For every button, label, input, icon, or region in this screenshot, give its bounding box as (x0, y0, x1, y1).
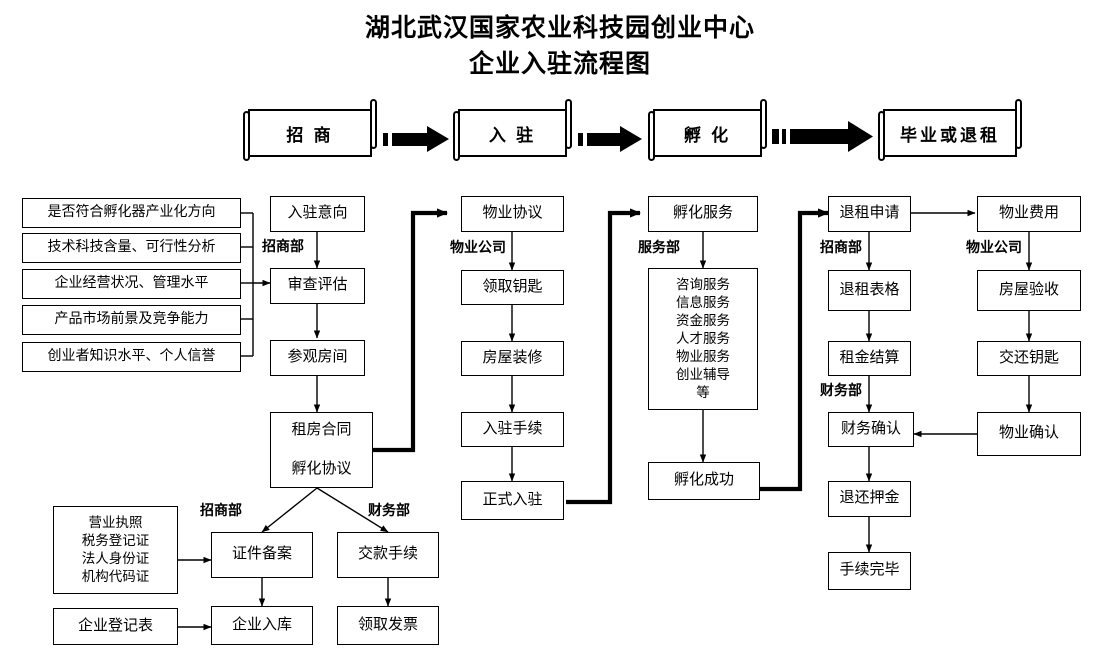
step-box-officially-settled[interactable]: 正式入驻 (461, 481, 564, 520)
step-box-process-complete[interactable]: 手续完毕 (828, 552, 911, 590)
page-title-line-2: 企业入驻流程图 (468, 51, 651, 78)
stage-banner-graduate[interactable]: 毕业或退租 (875, 99, 1025, 165)
scroll-rod-right-icon (1015, 99, 1022, 149)
dept-label-finance-bottom: 财务部 (368, 502, 410, 518)
step-box-document-filing[interactable]: 证件备案 (211, 532, 313, 578)
step-box-exit-application[interactable]: 退租申请 (828, 196, 911, 232)
step-box-get-invoice[interactable]: 领取发票 (337, 606, 439, 645)
step-box-property-confirm[interactable]: 物业确认 (977, 412, 1081, 456)
scroll-rod-left-icon (878, 111, 885, 161)
step-box-payment-formalities[interactable]: 交款手续 (337, 532, 439, 578)
step-box-enterprise-entry[interactable]: 企业入库 (211, 606, 313, 645)
dept-label-property-company-1: 物业公司 (450, 239, 506, 255)
registration-form-box[interactable]: 企业登记表 (53, 608, 178, 645)
stage-banner-label: 孵 化 (653, 109, 762, 157)
step-box-finance-confirm[interactable]: 财务确认 (828, 412, 914, 447)
stage-banner-settle[interactable]: 入 驻 (450, 99, 575, 165)
step-box-get-keys[interactable]: 领取钥匙 (461, 270, 564, 305)
scroll-rod-right-icon (760, 99, 767, 149)
step-box-incubation-service[interactable]: 孵化服务 (648, 196, 758, 232)
scroll-rod-left-icon (243, 111, 250, 161)
step-box-intent[interactable]: 入驻意向 (270, 196, 365, 232)
criteria-box-5[interactable]: 创业者知识水平、个人信誉 (22, 342, 241, 372)
dept-label-service: 服务部 (638, 239, 680, 255)
step-box-settle-formalities[interactable]: 入驻手续 (461, 412, 564, 447)
step-box-rent-settlement[interactable]: 租金结算 (828, 341, 911, 376)
step-box-house-inspection[interactable]: 房屋验收 (977, 270, 1081, 311)
step-box-incubation-success[interactable]: 孵化成功 (648, 462, 760, 500)
criteria-box-3[interactable]: 企业经营状况、管理水平 (22, 269, 241, 299)
stage-arrow-2-icon (578, 126, 642, 152)
step-box-renovation[interactable]: 房屋装修 (461, 341, 564, 376)
dept-label-property-company-2: 物业公司 (966, 239, 1022, 255)
dept-label-finance-exit: 财务部 (820, 382, 862, 398)
step-box-return-keys[interactable]: 交还钥匙 (977, 341, 1081, 376)
stage-arrow-3-icon (772, 121, 873, 152)
step-box-property-fee[interactable]: 物业费用 (977, 196, 1081, 232)
scroll-rod-left-icon (453, 111, 460, 161)
stage-banner-recruit[interactable]: 招 商 (240, 99, 380, 165)
scroll-rod-left-icon (648, 111, 655, 161)
dept-label-recruit: 招商部 (262, 238, 304, 254)
documents-box[interactable]: 营业执照 税务登记证 法人身份证 机构代码证 (53, 506, 178, 594)
dept-label-recruit-exit: 招商部 (820, 239, 862, 255)
step-box-service-list[interactable]: 咨询服务 信息服务 资金服务 人才服务 物业服务 创业辅导 等 (648, 268, 758, 410)
stage-banner-incubate[interactable]: 孵 化 (645, 99, 770, 165)
stage-arrow-1-icon (383, 126, 449, 152)
stage-banner-label: 毕业或退租 (883, 109, 1017, 157)
step-box-lease-contract[interactable]: 租房合同 孵化协议 (270, 412, 373, 488)
criteria-box-1[interactable]: 是否符合孵化器产业化方向 (22, 198, 241, 228)
scroll-rod-right-icon (565, 99, 572, 149)
step-box-visit-room[interactable]: 参观房间 (270, 340, 365, 376)
dept-label-recruit-bottom: 招商部 (200, 502, 242, 518)
page-title-line-1: 湖北武汉国家农业科技园创业中心 (364, 15, 755, 42)
step-box-property-agreement[interactable]: 物业协议 (461, 196, 564, 232)
scroll-rod-right-icon (370, 99, 377, 149)
step-box-review[interactable]: 审查评估 (270, 268, 365, 304)
stage-banner-label: 入 驻 (458, 109, 567, 157)
step-box-refund-deposit[interactable]: 退还押金 (828, 481, 911, 517)
criteria-box-2[interactable]: 技术科技含量、可行性分析 (22, 233, 241, 263)
criteria-box-4[interactable]: 产品市场前景及竞争能力 (22, 305, 241, 335)
stage-banner-label: 招 商 (248, 109, 372, 157)
step-box-exit-form[interactable]: 退租表格 (828, 270, 911, 311)
